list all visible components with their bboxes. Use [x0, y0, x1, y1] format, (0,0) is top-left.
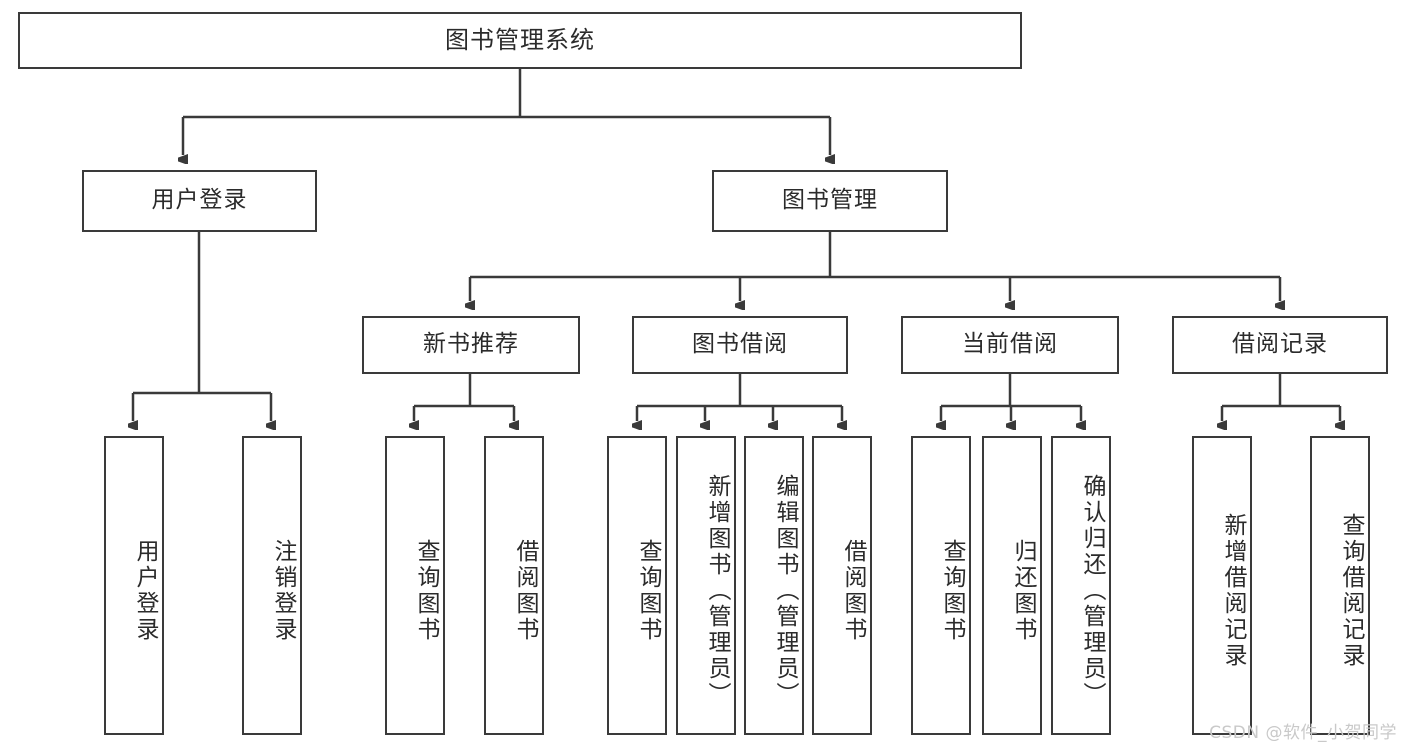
node-label: 确认归还（管理员） — [1079, 473, 1105, 708]
node-user-login[interactable]: 用户登录 — [82, 170, 317, 232]
leaf-query-borrow-record[interactable]: 查询借阅记录 — [1310, 436, 1370, 735]
node-label: 归还图书 — [1010, 538, 1036, 643]
node-label: 当前借阅 — [962, 331, 1058, 358]
node-label: 查询图书 — [939, 538, 965, 643]
node-book-manage[interactable]: 图书管理 — [712, 170, 948, 232]
node-current-borrow[interactable]: 当前借阅 — [901, 316, 1119, 374]
node-label: 查询借阅记录 — [1338, 512, 1364, 669]
leaf-query-book-borrow[interactable]: 查询图书 — [607, 436, 667, 735]
node-label: 图书管理 — [782, 187, 878, 214]
node-label: 编辑图书（管理员） — [772, 473, 798, 708]
node-label: 图书借阅 — [692, 331, 788, 358]
node-new-book-recommend[interactable]: 新书推荐 — [362, 316, 580, 374]
node-root-system[interactable]: 图书管理系统 — [18, 12, 1022, 69]
node-borrow-record[interactable]: 借阅记录 — [1172, 316, 1388, 374]
leaf-return-book[interactable]: 归还图书 — [982, 436, 1042, 735]
leaf-add-borrow-record[interactable]: 新增借阅记录 — [1192, 436, 1252, 735]
node-label: 查询图书 — [413, 538, 439, 643]
node-label: 新增图书（管理员） — [704, 473, 730, 708]
leaf-user-login[interactable]: 用户登录 — [104, 436, 164, 735]
leaf-borrow-book[interactable]: 借阅图书 — [812, 436, 872, 735]
leaf-query-book-current[interactable]: 查询图书 — [911, 436, 971, 735]
node-label: 借阅图书 — [512, 538, 538, 643]
csdn-watermark: CSDN @软件_小贺同学 — [1209, 723, 1397, 743]
node-label: 注销登录 — [270, 538, 296, 643]
node-label: 查询图书 — [635, 538, 661, 643]
leaf-add-book-admin[interactable]: 新增图书（管理员） — [676, 436, 736, 735]
node-label: 借阅图书 — [840, 538, 866, 643]
node-label: 新增借阅记录 — [1220, 512, 1246, 669]
leaf-edit-book-admin[interactable]: 编辑图书（管理员） — [744, 436, 804, 735]
leaf-confirm-return-admin[interactable]: 确认归还（管理员） — [1051, 436, 1111, 735]
node-label: 用户登录 — [132, 538, 158, 643]
node-label: 借阅记录 — [1232, 331, 1328, 358]
leaf-user-logout[interactable]: 注销登录 — [242, 436, 302, 735]
leaf-borrow-book-recommend[interactable]: 借阅图书 — [484, 436, 544, 735]
node-label: 图书管理系统 — [445, 26, 595, 55]
node-book-borrow[interactable]: 图书借阅 — [632, 316, 848, 374]
node-label: 用户登录 — [151, 187, 248, 214]
leaf-query-book-recommend[interactable]: 查询图书 — [385, 436, 445, 735]
node-label: 新书推荐 — [423, 331, 519, 358]
